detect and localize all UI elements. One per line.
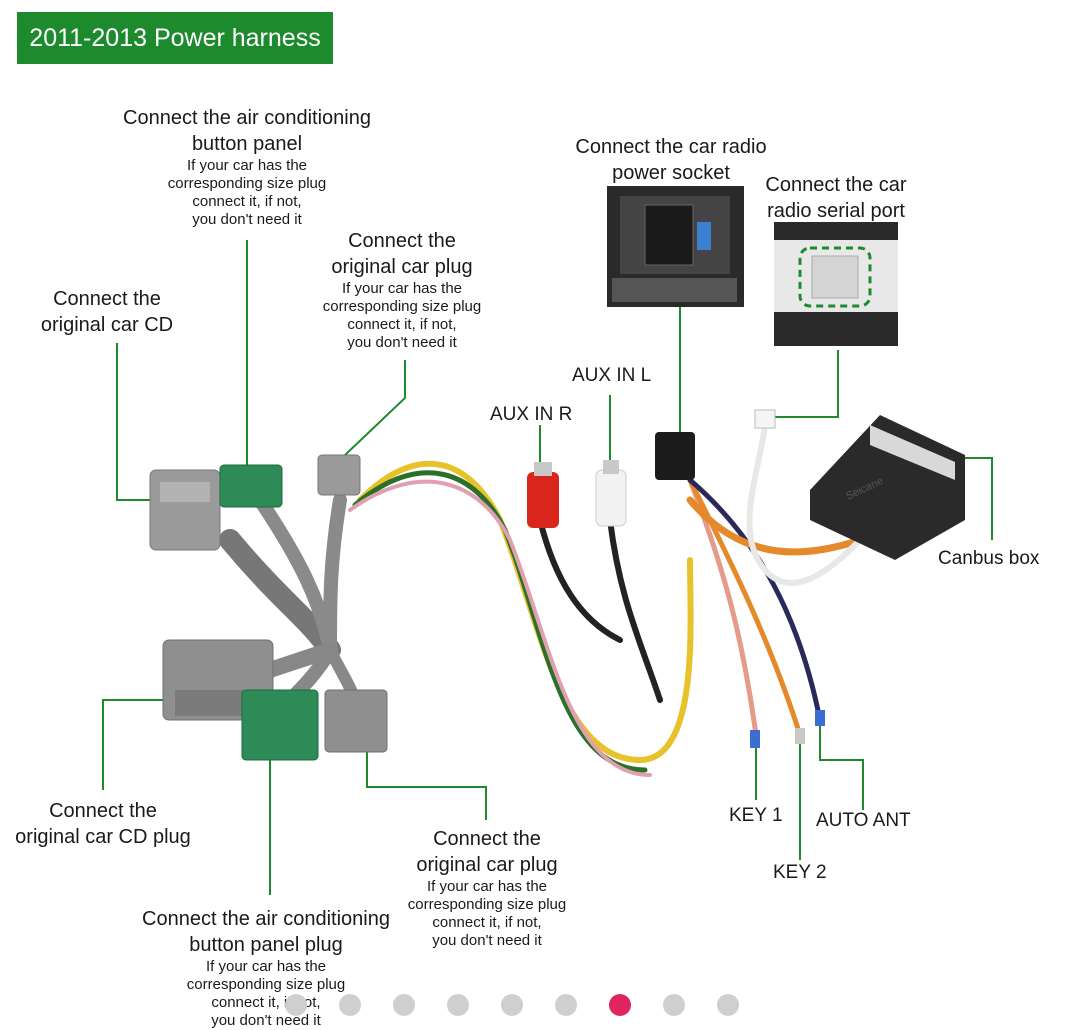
label-original-plug-bottom-line2: original car plug — [416, 854, 558, 876]
label-original-plug-top-line1: Connect the — [348, 230, 456, 252]
label-original-plug-bottom-sub4: you don't need it — [432, 932, 542, 949]
pagination-dot-3[interactable] — [393, 994, 415, 1016]
canbus-box: Seicane — [810, 415, 965, 560]
label-ac-panel-sub3: connect it, if not, — [192, 193, 302, 210]
label-original-plug-bottom-sub2: corresponding size plug — [407, 896, 567, 913]
tag-key1: KEY 1 — [729, 805, 783, 826]
label-ac-panel-plug-line2: button panel plug — [189, 934, 343, 956]
label-ac-panel-sub1: If your car has the — [186, 157, 308, 174]
label-radio-power-line2: power socket — [612, 162, 730, 184]
radio-serial-port-photo — [774, 222, 898, 346]
original-plug-connector-bottom — [324, 689, 388, 753]
label-cd-plug-line2: original car CD plug — [15, 826, 191, 848]
label-original-cd-line2: original car CD — [40, 314, 174, 336]
label-radio-serial: Connect the car radio serial port — [755, 172, 917, 224]
label-original-plug-top-line2: original car plug — [331, 256, 473, 278]
pagination-dot-4[interactable] — [447, 994, 469, 1016]
pagination-dot-2[interactable] — [339, 994, 361, 1016]
page-title-banner: 2011-2013 Power harness — [17, 12, 333, 64]
aux-in-r-connector — [527, 462, 559, 528]
label-original-plug-top-sub4: you don't need it — [347, 334, 457, 351]
label-original-cd-line1: Connect the — [53, 288, 161, 310]
label-ac-panel-sub4: you don't need it — [192, 211, 302, 228]
pagination-dot-6[interactable] — [555, 994, 577, 1016]
wire-bundle — [219, 422, 864, 777]
label-ac-panel-line2: button panel — [191, 133, 303, 155]
aux-in-l-connector — [595, 460, 627, 527]
serial-connector — [754, 409, 776, 429]
tag-auto-ant: AUTO ANT — [816, 810, 911, 831]
ac-panel-connector — [219, 464, 283, 508]
label-ac-panel-line1: Connect the air conditioning — [123, 107, 371, 129]
leader-lines — [102, 240, 993, 895]
radio-power-connector — [655, 432, 695, 480]
label-ac-panel-plug-line1: Connect the air conditioning — [142, 908, 390, 930]
pagination-dot-1[interactable] — [285, 994, 307, 1016]
label-original-plug-top-sub2: corresponding size plug — [322, 298, 482, 315]
label-original-plug-top-sub3: connect it, if not, — [347, 316, 457, 333]
pagination-dot-5[interactable] — [501, 994, 523, 1016]
label-radio-serial-line2: radio serial port — [767, 200, 905, 222]
ac-panel-plug-connector — [241, 689, 319, 761]
label-original-plug-bottom-sub3: connect it, if not, — [432, 914, 542, 931]
carousel-pagination — [0, 990, 1080, 1020]
label-cd-plug: Connect the original car CD plug — [8, 798, 198, 850]
label-radio-power: Connect the car radio power socket — [565, 134, 777, 186]
tag-aux-in-r: AUX IN R — [490, 404, 573, 425]
tag-key2: KEY 2 — [773, 862, 827, 883]
label-radio-serial-line1: Connect the car — [765, 174, 907, 196]
pagination-dot-9[interactable] — [717, 994, 739, 1016]
label-ac-panel-sub2: corresponding size plug — [167, 175, 327, 192]
label-ac-panel-plug-sub4: you don't need it — [211, 1012, 321, 1029]
label-original-plug-bottom: Connect the original car plug If your ca… — [392, 826, 582, 950]
label-original-plug-bottom-sub1: If your car has the — [426, 878, 548, 895]
label-original-plug-top: Connect the original car plug If your ca… — [302, 228, 502, 352]
original-plug-connector-top — [317, 454, 361, 496]
wire-pins — [750, 710, 825, 748]
label-original-cd: Connect the original car CD — [22, 286, 192, 338]
radio-power-socket-photo — [607, 186, 744, 307]
label-ac-panel-plug-sub1: If your car has the — [205, 958, 327, 975]
tag-canbus-box: Canbus box — [938, 548, 1040, 569]
label-ac-panel: Connect the air conditioning button pane… — [110, 105, 384, 229]
pagination-dot-8[interactable] — [663, 994, 685, 1016]
label-cd-plug-line1: Connect the — [49, 800, 157, 822]
label-ac-panel-plug-sub2: corresponding size plug — [186, 976, 346, 993]
label-radio-power-line1: Connect the car radio — [575, 136, 767, 158]
label-original-plug-bottom-line1: Connect the — [433, 828, 541, 850]
label-original-plug-top-sub1: If your car has the — [341, 280, 463, 297]
pagination-dot-7[interactable] — [609, 994, 631, 1016]
tag-aux-in-l: AUX IN L — [572, 365, 652, 386]
cd-connector-top — [149, 469, 221, 551]
